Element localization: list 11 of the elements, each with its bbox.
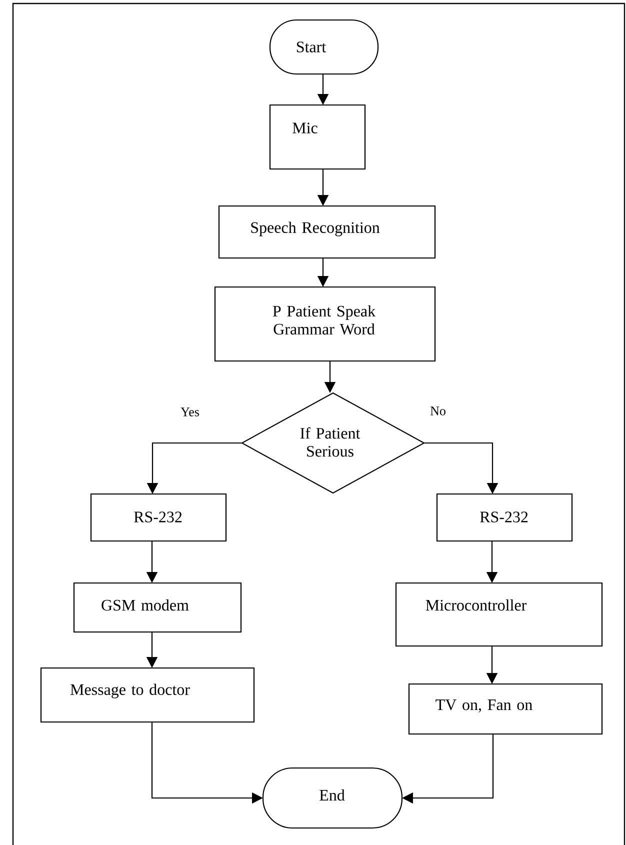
process-box: P Patient Speak Grammar Word: [214, 286, 436, 362]
edge-label: No: [429, 406, 447, 416]
edge-label: Yes: [180, 406, 200, 418]
process-box: Message to doctor: [40, 667, 255, 723]
process-box: RS-232: [436, 493, 573, 542]
process-box: Mic: [269, 104, 366, 170]
process-box: TV on, Fan on: [408, 683, 603, 735]
process-box: Speech Recognition: [218, 205, 436, 259]
process-box: RS-232: [90, 493, 227, 542]
process-box: GSM modem: [73, 582, 242, 633]
process-box: Microcontroller: [395, 582, 603, 647]
